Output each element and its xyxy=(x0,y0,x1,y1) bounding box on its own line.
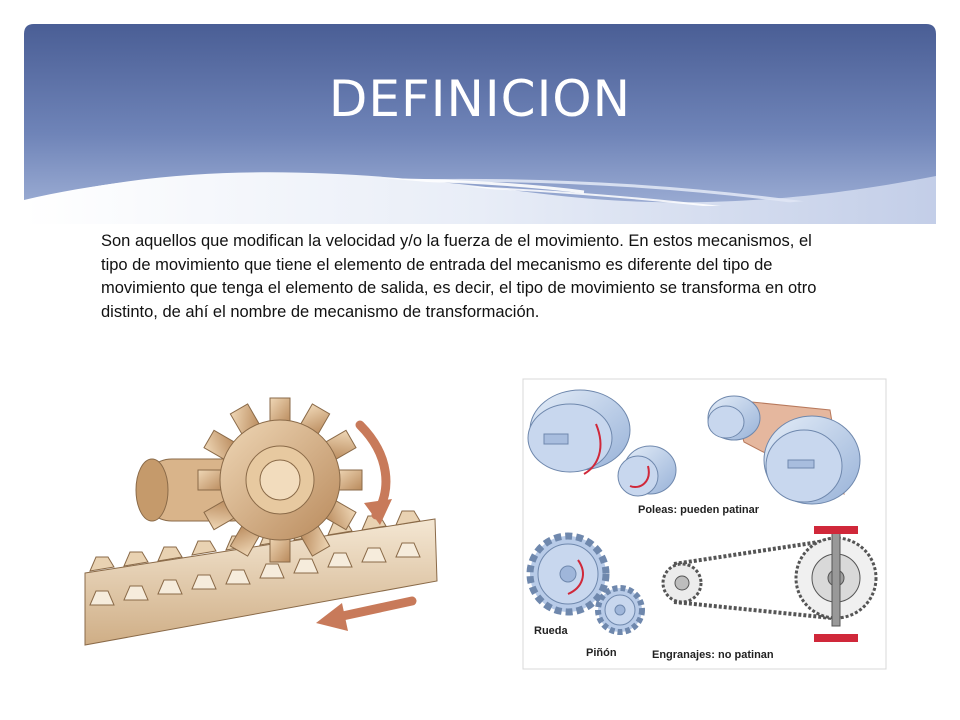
gears-label: Engranajes: no patinan xyxy=(652,649,774,661)
gear-wheel-icon xyxy=(526,532,610,616)
header-band xyxy=(24,24,936,264)
pulley-icon xyxy=(527,389,631,475)
pinion-icon xyxy=(595,585,645,635)
belt-pulley-icon xyxy=(707,395,861,505)
pulley-icon xyxy=(617,445,677,497)
pulleys-label: Poleas: pueden patinar xyxy=(638,504,760,516)
pinion-label: Piñón xyxy=(586,647,617,659)
gear-icon xyxy=(197,397,363,563)
rack-and-pinion-figure xyxy=(84,397,438,646)
linear-arrow-icon xyxy=(333,596,417,622)
pulleys-and-gears-figure: Poleas: pueden patinar Rueda Piñón E xyxy=(522,378,887,670)
slide-title: DEFINICION xyxy=(328,70,632,128)
chain-drive-icon xyxy=(661,526,878,642)
gear-label: Rueda xyxy=(534,625,569,637)
definition-text: Son aquellos que modifican la velocidad … xyxy=(101,232,817,321)
